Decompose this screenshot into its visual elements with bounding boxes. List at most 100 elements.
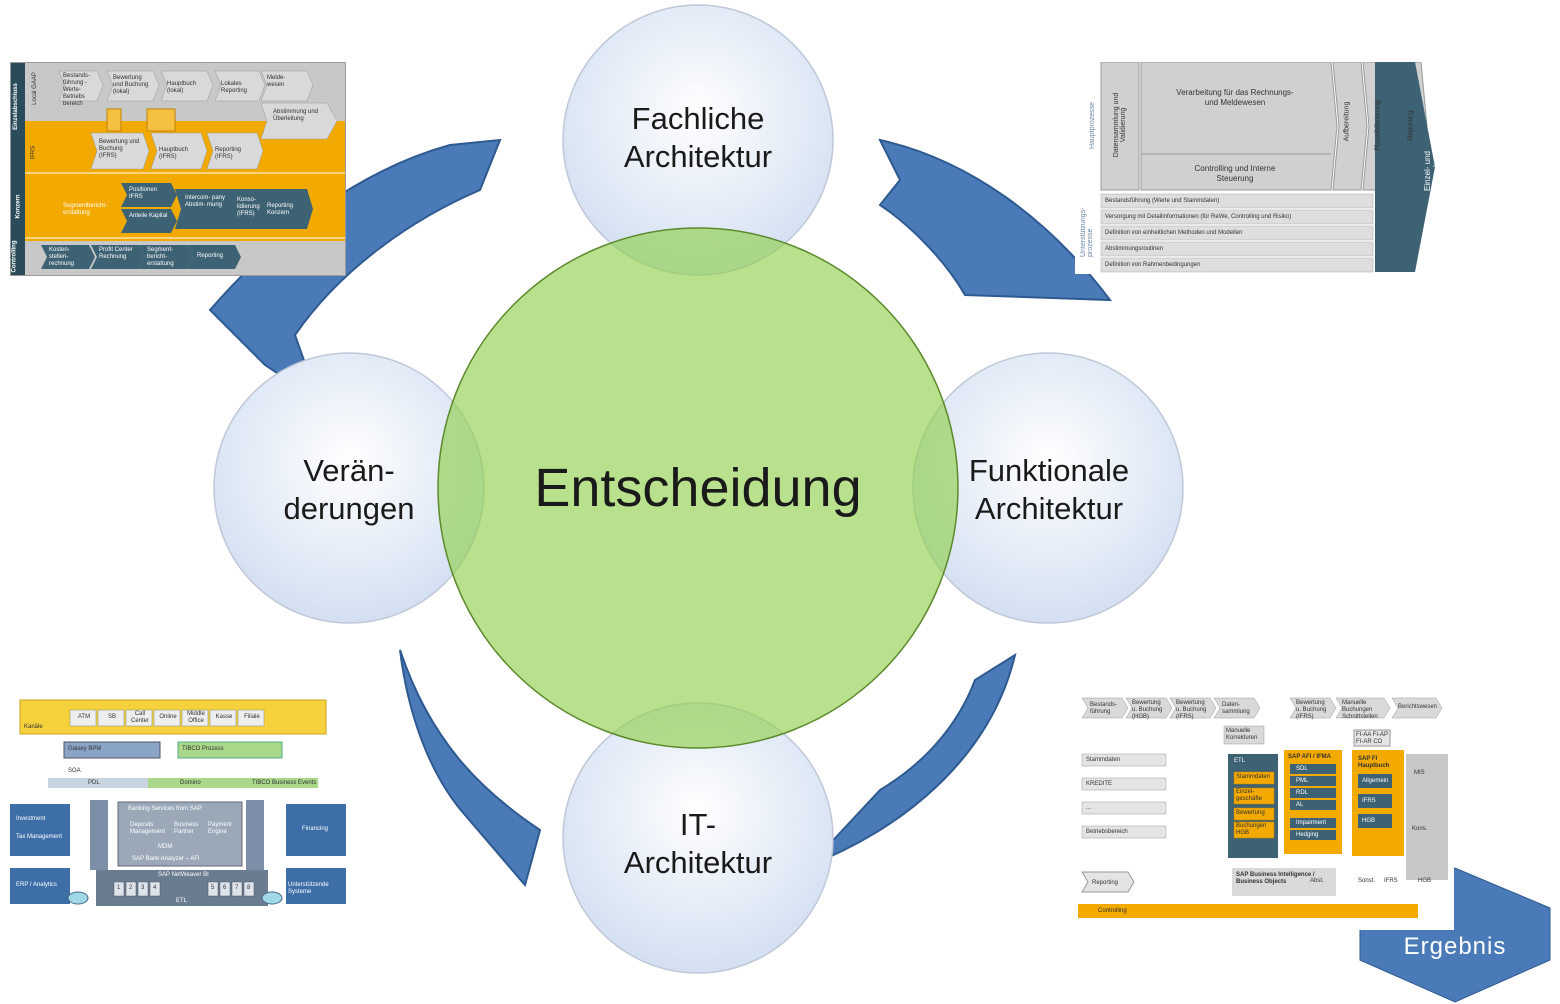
thumb3-channel: SB — [107, 714, 116, 720]
thumb1-step: Intercom- pany Abstim- mung — [185, 195, 226, 208]
thumb4-afi-item: AL — [1296, 802, 1304, 808]
thumb4-etl: ETL — [1234, 758, 1246, 764]
thumb2-col: Aufbereitung — [1343, 101, 1351, 142]
thumbnail-system-architecture: Kanäle ATM SB Call Center Online Middle … — [8, 698, 350, 920]
thumb4-afi-item: Hedging — [1296, 832, 1319, 838]
thumb4-bottom-box: Abst. — [1310, 878, 1324, 884]
thumb3-channel: Kasse — [215, 714, 233, 720]
thumb4-step: Manuelle Buchungen Schnittstellen — [1342, 700, 1378, 720]
thumb1-col-label: IFRS — [30, 145, 37, 160]
thumb3-box: Tax Management — [16, 834, 63, 840]
thumb2-final: Einzel- und Konzern- abschluss — [1423, 135, 1441, 207]
arrow-bottom-left — [399, 649, 542, 888]
thumb1-step: Segmentbericht- erstattung — [63, 203, 108, 216]
thumb3-inner: Payment Engine — [208, 822, 232, 835]
thumb3-channel: Filiale — [244, 714, 260, 720]
thumb1-side-label: Controlling — [11, 240, 18, 273]
thumb1-step: Hauptbuch (lokal) — [167, 81, 197, 94]
thumb3-box: Investment — [16, 816, 46, 822]
thumb4-controlling: Controlling — [1098, 908, 1127, 914]
thumb4-etl-item: Buchungen HGB — [1236, 823, 1267, 836]
thumb2-col: Plausibilisierung — [1374, 100, 1382, 151]
thumb1-step: Bestands-führung - Werte- Betriebs berei… — [63, 73, 91, 107]
thumb4-step: Bewertung u. Buchung (IFRS) — [1296, 700, 1327, 720]
thumbnail-data-flow: Bestands- führung Bewertung u. Buchung (… — [1068, 692, 1454, 930]
thumb3-num: 5 — [211, 885, 215, 891]
thumb2-row: Abstimmungsroutinen — [1105, 246, 1164, 252]
thumb4-row: KREDITE — [1086, 781, 1113, 787]
thumb3-channel: Online — [159, 714, 177, 720]
thumb4-step: Berichtswesen — [1398, 704, 1438, 710]
thumb2-row: Definition von Rahmenbedingungen — [1105, 262, 1201, 268]
thumb4-bi: SAP Business Intelligence / Business Obj… — [1236, 872, 1315, 885]
thumb3-box: ERP / Analytics — [16, 882, 57, 888]
thumb1-step: Hauptbuch (IFRS) — [159, 147, 189, 160]
thumb2-row: Definition von einheitlichen Methoden un… — [1105, 230, 1243, 236]
thumb1-step: Segment- bericht- erstattung — [147, 247, 174, 267]
thumb4-reporting: Reporting — [1092, 880, 1119, 886]
thumb1-step: Profit Center Rechnung — [99, 247, 133, 260]
thumb3-num: 1 — [117, 885, 121, 891]
thumb3-inner: Business Partner — [174, 822, 199, 835]
thumb4-etl-item: Stammdaten — [1236, 774, 1271, 780]
thumbnail-process-map: Einzelabschluss Konzern Controlling Loca… — [10, 62, 346, 276]
thumb1-side-label: Konzern — [15, 194, 22, 219]
thumb4-step: Bewertung u. Buchung (IFRS) — [1176, 700, 1207, 720]
thumb4-fi-title: SAP FI Hauptbuch — [1358, 756, 1390, 769]
thumb4-fi-top: FI-AA FI-AP FI-AR CO — [1356, 732, 1388, 745]
thumb2-main: Verarbeitung für das Rechnungs- und Meld… — [1176, 88, 1294, 107]
arrow-top-right — [878, 138, 1113, 302]
thumb3-channel: Middle Office — [187, 711, 205, 724]
thumb1-col-label: Local GAAP — [31, 72, 38, 105]
thumb3-channel-label: Kanäle — [24, 724, 43, 730]
thumb1-step: Melde- wesen — [267, 75, 286, 88]
thumb1-step: Reporting Konzern — [267, 203, 294, 216]
thumb3-channel: Call Center — [130, 711, 149, 724]
thumb4-fi-item: HGB — [1362, 818, 1376, 824]
circle-bottom-label: IT-Architektur — [623, 807, 773, 880]
thumb3-inner: Deposits Management — [130, 822, 166, 835]
thumb4-bottom-box: Sonst. — [1358, 878, 1376, 884]
thumb4-step: Daten- sammlung — [1222, 702, 1250, 715]
thumb4-afi-item: RDL — [1296, 790, 1309, 796]
thumb4-kons: Kons. — [1412, 826, 1428, 832]
thumb1-step: Kosten- stellen- rechnung — [49, 247, 75, 267]
thumb1-step: Anteile Kapital — [129, 213, 168, 219]
thumb2-row: Bestandsführung (Werte und Stammdaten) — [1105, 198, 1220, 204]
thumb4-fi-item: Allgemein — [1362, 778, 1389, 784]
thumb1-step: Lokales Reporting — [221, 81, 248, 94]
thumb4-fi-item: IFRS — [1362, 798, 1376, 804]
thumb3-box: Financing — [302, 826, 329, 832]
thumb3-etl: ETL — [176, 898, 188, 904]
thumb1-step: Bewertung und Buchung (IFRS) — [99, 139, 140, 159]
thumb3-mid: PDL — [88, 780, 100, 786]
thumb4-mis: MIS — [1414, 770, 1425, 776]
thumb3-num: 8 — [247, 885, 251, 891]
thumb1-step: Abstimmung und Überleitung — [273, 109, 319, 122]
thumb2-col: Datensammlung und Validierung — [1113, 92, 1127, 158]
thumb3-inner: SAP Bank Analyzer – AFI — [132, 856, 200, 862]
thumb3-bpm: Galaxy BPM — [68, 746, 102, 752]
thumb1-side-label: Einzelabschluss — [12, 83, 19, 130]
circle-left-label: Verän-derungen — [283, 453, 415, 526]
thumb1-step: Reporting (IFRS) — [215, 147, 242, 160]
thumb4-bottom-box: HGB — [1418, 878, 1432, 884]
thumb3-num: 6 — [223, 885, 227, 891]
thumb4-row: Betriebsbereich — [1086, 829, 1128, 835]
thumb2-row: Versorgung mit Detailinformationen (für … — [1105, 214, 1292, 220]
thumb3-channel: ATM — [77, 714, 91, 720]
thumb4-afi-item: PML — [1296, 778, 1309, 784]
thumb3-num: 7 — [235, 885, 239, 891]
thumb3-soa: SOA — [68, 768, 81, 774]
thumb2-col: Reporting — [1407, 110, 1415, 141]
thumb4-afi-title: SAP AFI / IFMA — [1288, 754, 1332, 760]
thumb3-bpm: TIBCO Prozess — [182, 746, 224, 752]
thumb3-mid: Domino — [180, 780, 201, 786]
thumb4-step: Bestands- führung — [1090, 702, 1118, 715]
thumb3-inner: MDM — [158, 844, 173, 850]
thumb1-step: Positionen IFRS — [129, 187, 158, 200]
thumb2-side-label: Unterstützungs- prozesse — [1080, 207, 1094, 257]
